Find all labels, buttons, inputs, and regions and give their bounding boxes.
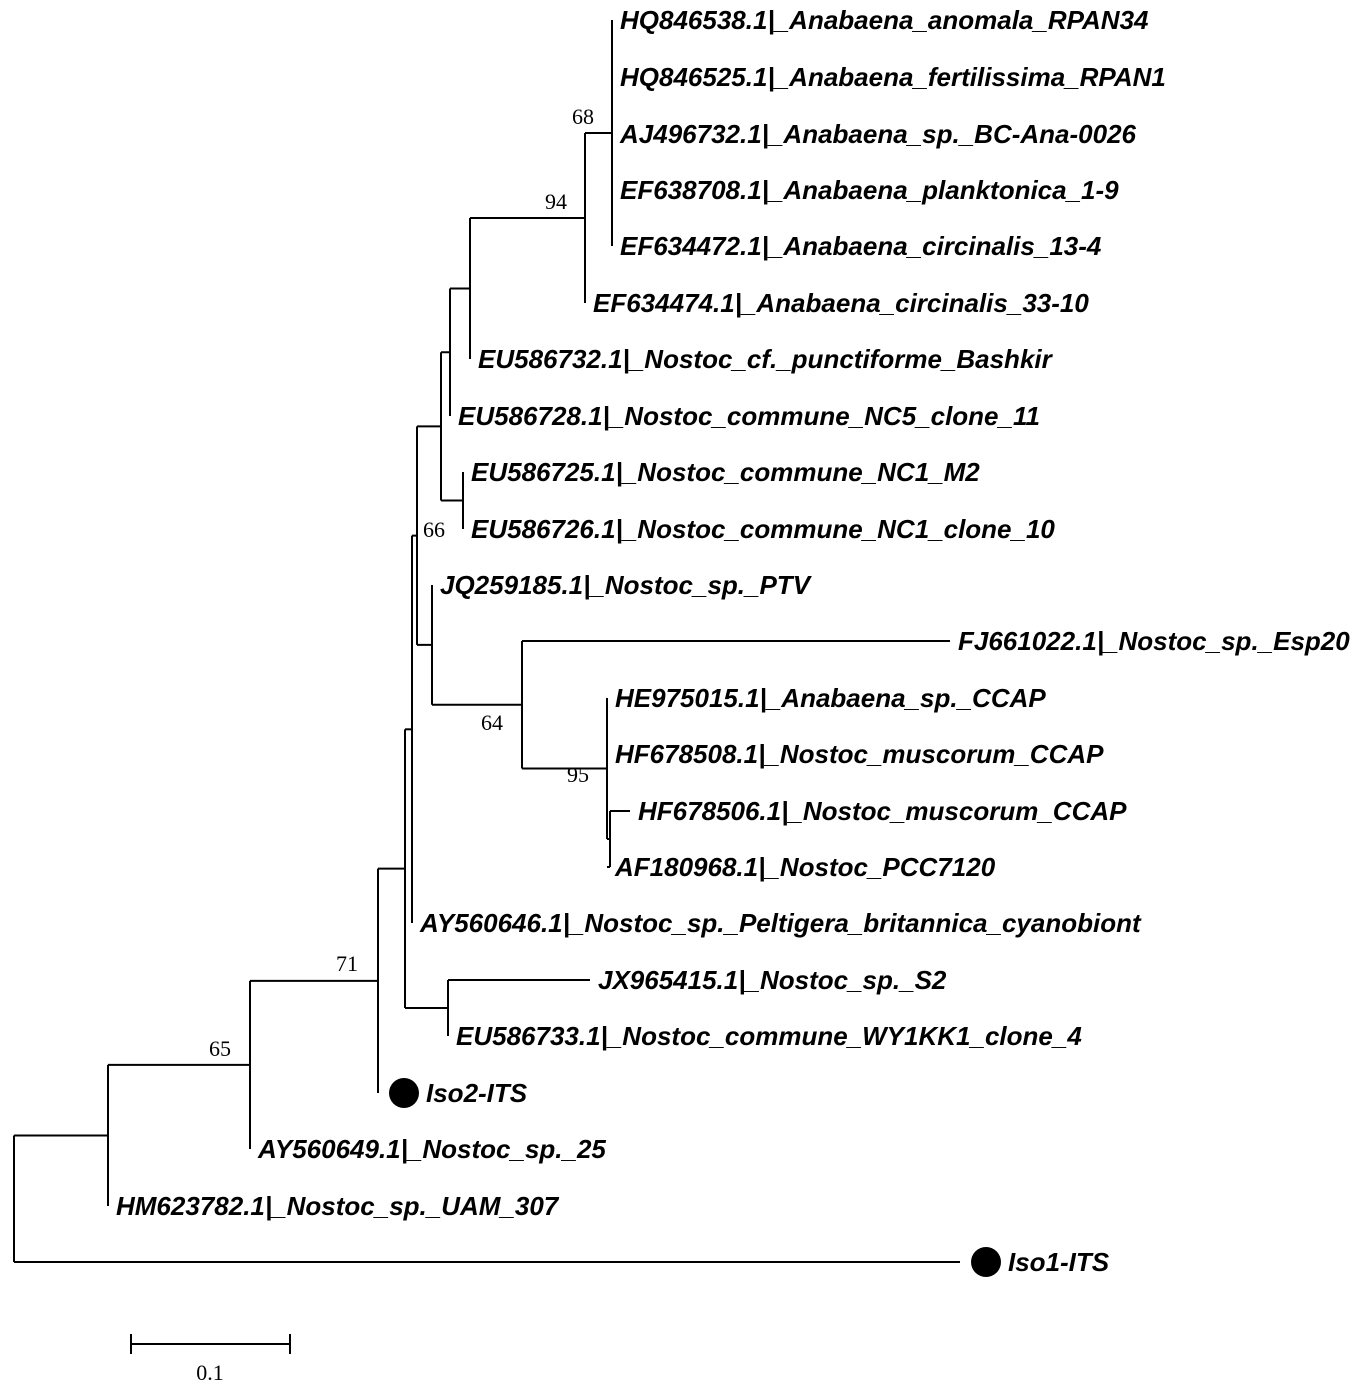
support-value-nostoc-inner: 66	[423, 517, 445, 542]
leaf-label-EF638708: EF638708.1|_Anabaena_planktonica_1-9	[620, 175, 1119, 205]
leaf-label-EU586726: EU586726.1|_Nostoc_commune_NC1_clone_10	[471, 514, 1055, 544]
scale-bar-label: 0.1	[196, 1360, 224, 1385]
leaf-label-FJ661022: FJ661022.1|_Nostoc_sp._Esp20	[958, 626, 1350, 656]
leaf-label-AJ496732: AJ496732.1|_Anabaena_sp._BC-Ana-0026	[619, 119, 1137, 149]
leaf-label-AF180968: AF180968.1|_Nostoc_PCC7120	[614, 852, 996, 882]
leaf-label-EU586725: EU586725.1|_Nostoc_commune_NC1_M2	[471, 457, 980, 487]
leaf-label-HF678506: HF678506.1|_Nostoc_muscorum_CCAP	[638, 796, 1127, 826]
leaf-label-EU586732: EU586732.1|_Nostoc_cf._punctiforme_Bashk…	[478, 344, 1054, 374]
support-value-outer-group: 65	[209, 1036, 231, 1061]
tree-branches	[13, 20, 960, 1263]
leaf-label-HF678508: HF678508.1|_Nostoc_muscorum_CCAP	[615, 739, 1104, 769]
leaf-label-EU586733: EU586733.1|_Nostoc_commune_WY1KK1_clone_…	[456, 1021, 1082, 1051]
leaf-label-EF634474: EF634474.1|_Anabaena_circinalis_33-10	[593, 288, 1089, 318]
leaf-label-HQ846538: HQ846538.1|_Anabaena_anomala_RPAN34	[620, 5, 1149, 35]
tree-support-values: 68 94 66 64 95 71 65	[209, 104, 594, 1061]
support-value-anabaena-core: 68	[572, 104, 594, 129]
support-value-iso2-group: 71	[336, 951, 358, 976]
support-value-ccap-group: 64	[481, 710, 503, 735]
leaf-label-Iso2: Iso2-ITS	[426, 1078, 528, 1108]
leaf-label-JX965415: JX965415.1|_Nostoc_sp._S2	[598, 965, 947, 995]
marker-Iso1	[971, 1247, 1001, 1277]
tree-markers	[389, 1078, 1001, 1277]
leaf-label-EF634472: EF634472.1|_Anabaena_circinalis_13-4	[620, 231, 1102, 261]
support-value-anabaena-clade: 94	[545, 189, 567, 214]
leaf-label-AY560649: AY560649.1|_Nostoc_sp._25	[257, 1134, 606, 1164]
leaf-label-EU586728: EU586728.1|_Nostoc_commune_NC5_clone_11	[458, 401, 1040, 431]
leaf-label-HM623782: HM623782.1|_Nostoc_sp._UAM_307	[116, 1191, 560, 1221]
leaf-label-HQ846525: HQ846525.1|_Anabaena_fertilissima_RPAN1	[620, 62, 1166, 92]
tree-leaf-labels: HQ846538.1|_Anabaena_anomala_RPAN34HQ846…	[116, 5, 1350, 1277]
support-value-ccap-subgroup: 95	[567, 762, 589, 787]
leaf-label-Iso1: Iso1-ITS	[1008, 1247, 1110, 1277]
leaf-label-JQ259185: JQ259185.1|_Nostoc_sp._PTV	[440, 570, 813, 600]
marker-Iso2	[389, 1078, 419, 1108]
leaf-label-HE975015: HE975015.1|_Anabaena_sp._CCAP	[615, 683, 1046, 713]
scale-bar: 0.1	[130, 1334, 291, 1385]
leaf-label-AY560646: AY560646.1|_Nostoc_sp._Peltigera_britann…	[419, 908, 1142, 938]
